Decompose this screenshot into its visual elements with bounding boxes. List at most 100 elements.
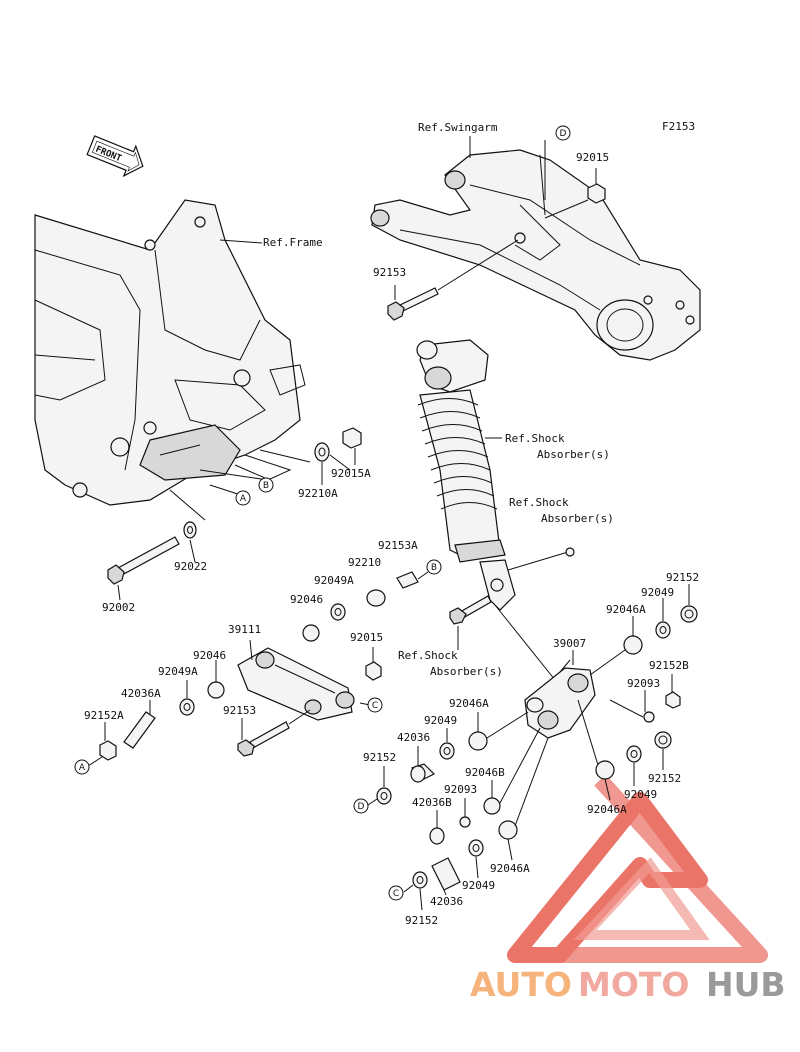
nut-92015-top bbox=[587, 183, 606, 204]
part-label: 42036 bbox=[430, 895, 463, 908]
bushing-92046A-c1 bbox=[468, 731, 488, 751]
callout-A-frame: A bbox=[235, 490, 251, 506]
washer-92210A bbox=[314, 442, 330, 462]
part-label: 92152B bbox=[649, 659, 689, 672]
part-label: 92046B bbox=[465, 766, 505, 779]
part-label: 92152 bbox=[363, 751, 396, 764]
collar-42036A bbox=[123, 711, 156, 749]
bushing-92046A-r2 bbox=[595, 760, 615, 780]
frame-drawing bbox=[34, 199, 306, 521]
part-label: 92093 bbox=[444, 783, 477, 796]
part-label: 39007 bbox=[553, 637, 586, 650]
ref-shock-2-line2: Absorber(s) bbox=[541, 512, 614, 525]
ref-shock-3-line2: Absorber(s) bbox=[430, 665, 503, 678]
part-label: 39111 bbox=[228, 623, 261, 636]
bolt-92153-top bbox=[387, 287, 439, 321]
bushing-92046-left bbox=[207, 681, 225, 699]
nut-92015A bbox=[342, 427, 362, 449]
svg-text:C: C bbox=[372, 701, 378, 711]
callout-D-rocker: D bbox=[353, 798, 369, 814]
ref-shock-2-line1: Ref.Shock bbox=[509, 496, 569, 509]
part-label: 92153A bbox=[378, 539, 418, 552]
bolt-92002 bbox=[107, 536, 180, 585]
part-label: 42036B bbox=[412, 796, 452, 809]
rocker-arm-39007 bbox=[524, 659, 596, 739]
part-label: 92049A bbox=[158, 665, 198, 678]
part-label: 92210A bbox=[298, 487, 338, 500]
bolt-shock-lower bbox=[449, 595, 492, 625]
cap-92152-c1 bbox=[376, 787, 392, 805]
callout-A-link: A bbox=[74, 759, 90, 775]
washer-92049A-top bbox=[330, 603, 346, 621]
part-label: 92153 bbox=[373, 266, 406, 279]
washer-92049-c2 bbox=[468, 839, 484, 857]
bolt-92153-mid bbox=[237, 721, 290, 757]
watermark-auto: AUTO bbox=[470, 965, 572, 1004]
shock-absorber-drawing bbox=[416, 339, 516, 611]
nut-92015-mid bbox=[365, 661, 382, 681]
callout-D-swingarm: D bbox=[555, 125, 571, 141]
ref-shock-3-line1: Ref.Shock bbox=[398, 649, 458, 662]
svg-text:C: C bbox=[393, 889, 399, 899]
bushing-92046B bbox=[483, 797, 501, 815]
part-label: 92046A bbox=[587, 803, 627, 816]
watermark-hub: HUB bbox=[706, 965, 786, 1004]
part-label: 92002 bbox=[102, 601, 135, 614]
washer-92049-r1 bbox=[655, 621, 671, 639]
part-label: 92210 bbox=[348, 556, 381, 569]
svg-text:D: D bbox=[358, 802, 365, 812]
part-label: 92153 bbox=[223, 704, 256, 717]
ref-frame-label: Ref.Frame bbox=[263, 236, 323, 249]
part-label: 92049 bbox=[641, 586, 674, 599]
part-label: 92152A bbox=[84, 709, 124, 722]
svg-text:B: B bbox=[431, 563, 437, 573]
callout-B-frame: B bbox=[258, 477, 274, 493]
part-label: 92046 bbox=[290, 593, 323, 606]
bushing-92046A-r1 bbox=[623, 635, 643, 655]
front-arrow-icon: FRONT bbox=[86, 135, 144, 178]
collar-42036-c1 bbox=[410, 763, 436, 783]
ref-swingarm-label: Ref.Swingarm bbox=[418, 121, 498, 134]
watermark-logo bbox=[507, 774, 768, 963]
nut-92152B bbox=[665, 691, 681, 709]
part-label: 92152 bbox=[405, 914, 438, 927]
part-label: 92046A bbox=[606, 603, 646, 616]
part-label: 92152 bbox=[648, 772, 681, 785]
washer-92093-r bbox=[643, 711, 655, 723]
part-label: 42036 bbox=[397, 731, 430, 744]
washer-92210 bbox=[366, 589, 386, 607]
watermark-moto: MOTO bbox=[578, 965, 689, 1004]
washer-92022 bbox=[183, 521, 197, 539]
svg-text:D: D bbox=[560, 129, 567, 139]
cap-92152A bbox=[99, 740, 117, 761]
part-label: 92049A bbox=[314, 574, 354, 587]
svg-text:B: B bbox=[263, 481, 269, 491]
washer-92093-c bbox=[459, 816, 471, 828]
callout-C-link: C bbox=[367, 697, 383, 713]
part-label: 92015A bbox=[331, 467, 371, 480]
diagram-code: F2153 bbox=[662, 120, 695, 133]
washer-92049-c1 bbox=[439, 742, 455, 760]
part-label: 42036A bbox=[121, 687, 161, 700]
svg-text:A: A bbox=[79, 763, 86, 773]
tie-rod-39111 bbox=[237, 647, 355, 721]
part-label: 92049 bbox=[624, 788, 657, 801]
bolt-92153A bbox=[396, 571, 419, 589]
ref-shock-1-line2: Absorber(s) bbox=[537, 448, 610, 461]
part-label: 92015 bbox=[350, 631, 383, 644]
part-label: 92046 bbox=[193, 649, 226, 662]
svg-text:A: A bbox=[240, 494, 247, 504]
bushing-92046-top bbox=[302, 624, 320, 642]
cap-92152-r1 bbox=[680, 605, 698, 623]
washer-92049-r2 bbox=[626, 745, 642, 763]
part-label: 92152 bbox=[666, 571, 699, 584]
part-label: 92049 bbox=[462, 879, 495, 892]
collar-42036B bbox=[429, 827, 445, 845]
callout-C-rocker: C bbox=[388, 885, 404, 901]
cap-92152-r2 bbox=[654, 731, 672, 749]
part-label: 92046A bbox=[490, 862, 530, 875]
ref-shock-1-line1: Ref.Shock bbox=[505, 432, 565, 445]
collar-42036-c2 bbox=[431, 857, 461, 891]
